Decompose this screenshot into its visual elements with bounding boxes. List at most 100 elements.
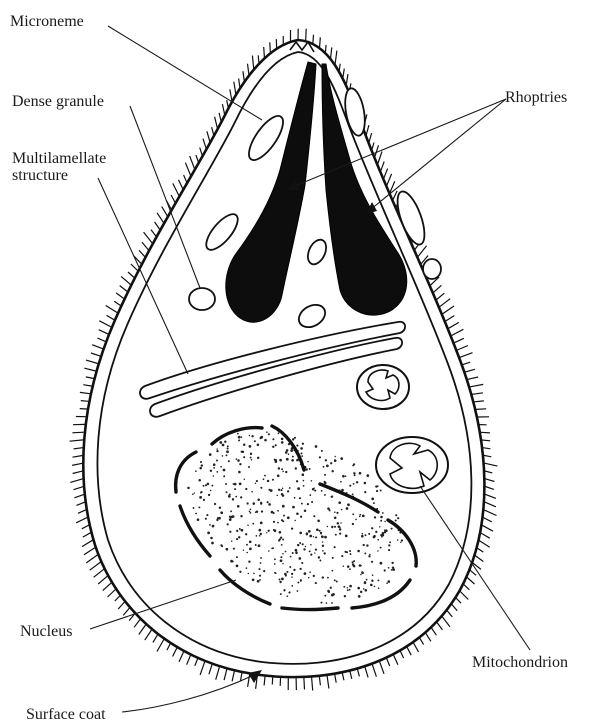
chromatin-dot <box>282 563 283 564</box>
chromatin-dot <box>233 548 235 550</box>
chromatin-dot <box>247 524 249 526</box>
chromatin-dot <box>327 577 329 579</box>
chromatin-dot <box>227 445 229 447</box>
chromatin-dot <box>236 530 238 532</box>
surface-coat-hair <box>420 638 424 644</box>
chromatin-dot <box>240 515 242 517</box>
chromatin-dot <box>320 602 322 604</box>
surface-coat-hair <box>452 605 457 611</box>
chromatin-dot <box>324 536 327 539</box>
chromatin-dot <box>361 572 364 575</box>
surface-coat-hair <box>72 463 82 465</box>
surface-coat-hair <box>312 678 313 691</box>
surface-coat-hair <box>258 55 259 63</box>
leader-mitochondrion <box>420 486 530 650</box>
chromatin-dot <box>266 532 267 533</box>
chromatin-dot <box>315 549 317 551</box>
chromatin-dot <box>268 503 271 506</box>
chromatin-dot <box>299 542 301 544</box>
chromatin-dot <box>395 519 397 521</box>
surface-coat-hair <box>481 432 490 433</box>
surface-coat-hair <box>393 191 397 200</box>
chromatin-dot <box>364 491 366 493</box>
chromatin-dot <box>374 516 376 518</box>
chromatin-dot <box>293 569 295 571</box>
chromatin-dot <box>295 549 298 552</box>
chromatin-dot <box>260 533 262 535</box>
chromatin-dot <box>349 550 351 552</box>
surface-coat-hair <box>437 293 445 299</box>
surface-coat-hair <box>82 525 89 529</box>
chromatin-dot <box>373 535 375 537</box>
chromatin-dot <box>268 433 270 435</box>
chromatin-dot <box>305 468 307 470</box>
chromatin-dot <box>345 475 347 477</box>
chromatin-dot <box>296 480 298 482</box>
chromatin-dot <box>380 490 382 492</box>
chromatin-dot <box>341 489 344 492</box>
surface-coat-hair <box>400 651 403 658</box>
chromatin-dot <box>314 552 315 553</box>
chromatin-dot <box>214 503 216 505</box>
chromatin-dot <box>228 495 231 498</box>
chromatin-dot <box>388 549 390 551</box>
chromatin-dot <box>340 522 341 523</box>
chromatin-dot <box>206 514 208 516</box>
chromatin-dot <box>309 494 311 496</box>
chromatin-dot <box>325 459 327 461</box>
chromatin-dot <box>360 591 362 593</box>
chromatin-dot <box>319 560 321 562</box>
chromatin-dot <box>285 471 287 473</box>
chromatin-dot <box>352 493 354 495</box>
chromatin-dot <box>368 533 370 535</box>
chromatin-dot <box>272 438 274 440</box>
chromatin-dot <box>285 551 287 553</box>
chromatin-dot <box>379 526 380 527</box>
chromatin-dot <box>250 512 252 514</box>
chromatin-dot <box>263 570 265 572</box>
chromatin-dot <box>342 475 345 478</box>
chromatin-dot <box>263 478 265 480</box>
chromatin-dot <box>282 539 284 541</box>
chromatin-dot <box>200 461 202 463</box>
chromatin-dot <box>207 532 210 535</box>
surface-coat-hair <box>485 494 496 498</box>
chromatin-dot <box>264 475 266 477</box>
chromatin-dot <box>294 520 295 521</box>
chromatin-dot <box>251 435 253 437</box>
chromatin-dot <box>208 494 210 496</box>
surface-coat-hair <box>134 620 140 628</box>
chromatin-dot <box>318 556 320 558</box>
chromatin-dot <box>338 525 341 528</box>
surface-coat-hair <box>304 678 305 690</box>
chromatin-dot <box>278 467 280 469</box>
surface-coat-hair <box>74 448 83 449</box>
chromatin-dot <box>299 532 302 535</box>
chromatin-dot <box>313 575 315 577</box>
chromatin-dot <box>283 589 285 591</box>
chromatin-dot <box>286 571 288 573</box>
chromatin-dot <box>296 512 299 515</box>
surface-coat-hair <box>437 623 442 630</box>
rhoptry-right <box>322 64 407 315</box>
chromatin-dot <box>300 447 303 450</box>
chromatin-dot <box>274 558 276 560</box>
surface-coat-hair <box>73 471 83 473</box>
chromatin-dot <box>321 535 324 538</box>
surface-coat-hair <box>479 541 489 548</box>
surface-coat-hair <box>84 368 95 371</box>
surface-coat-hair <box>212 127 214 135</box>
chromatin-dot <box>238 439 240 441</box>
chromatin-dot <box>311 480 313 482</box>
surface-coat-hair <box>449 322 459 328</box>
microneme-2 <box>342 87 368 137</box>
chromatin-dot <box>324 595 326 597</box>
chromatin-dot <box>327 590 330 593</box>
chromatin-dot <box>300 516 302 518</box>
chromatin-dot <box>324 481 326 483</box>
chromatin-dot <box>330 587 332 589</box>
chromatin-dot <box>292 506 295 509</box>
chromatin-dot <box>272 547 274 549</box>
chromatin-dot <box>236 565 239 568</box>
surface-coat-hair <box>144 232 153 243</box>
